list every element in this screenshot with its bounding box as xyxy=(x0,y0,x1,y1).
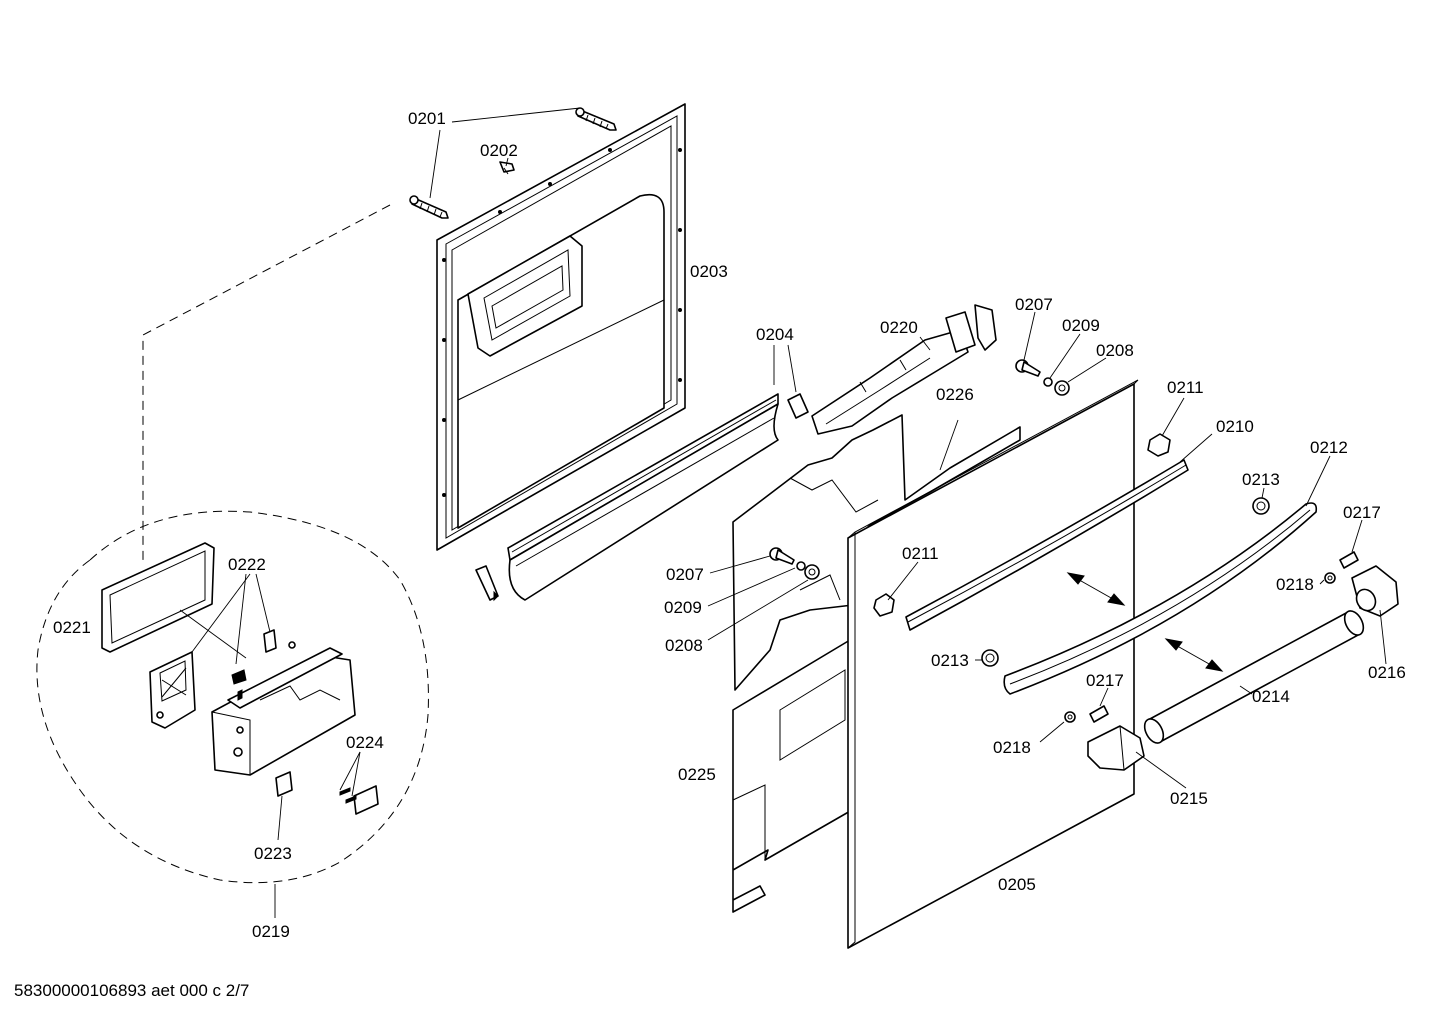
end-cap-0215 xyxy=(1087,725,1145,771)
inner-door-panel xyxy=(436,103,686,551)
callout-0216: 0216 xyxy=(1368,663,1406,682)
callout-0208-left: 0208 xyxy=(665,636,703,655)
callout-0207-left: 0207 xyxy=(666,565,704,584)
bottom-seal-strip xyxy=(475,393,809,602)
end-cap-0216 xyxy=(1351,565,1399,617)
callout-0217-left: 0217 xyxy=(1086,671,1124,690)
callout-0219: 0219 xyxy=(252,922,290,941)
callout-0221: 0221 xyxy=(53,618,91,637)
callout-0215: 0215 xyxy=(1170,789,1208,808)
handle-tube xyxy=(1143,610,1365,744)
callout-0212: 0212 xyxy=(1310,438,1348,457)
callout-0208-top: 0208 xyxy=(1096,341,1134,360)
assembly-arrows xyxy=(1066,572,1224,672)
callout-0213-right: 0213 xyxy=(1242,470,1280,489)
drawing-reference-number: 58300000106893 aet 000 c 2/7 xyxy=(14,981,250,1000)
callout-0218-right: 0218 xyxy=(1276,575,1314,594)
small-hardware xyxy=(769,359,1359,723)
leader-lines xyxy=(179,107,1387,918)
callout-0207-top: 0207 xyxy=(1015,295,1053,314)
callout-labels: 0201 0202 0203 0204 0220 0226 0207 0209 … xyxy=(53,109,1406,941)
clip-0202 xyxy=(499,161,515,175)
callout-0217-right: 0217 xyxy=(1343,503,1381,522)
callout-0205: 0205 xyxy=(998,875,1036,894)
callout-0201: 0201 xyxy=(408,109,446,128)
callout-0209-left: 0209 xyxy=(664,598,702,617)
callout-0203: 0203 xyxy=(690,262,728,281)
callout-0222: 0222 xyxy=(228,555,266,574)
callout-0211-left: 0211 xyxy=(902,544,939,563)
callout-0209-top: 0209 xyxy=(1062,316,1100,335)
insulation-panel-0225 xyxy=(732,639,853,913)
callout-0211-right: 0211 xyxy=(1167,378,1204,397)
callout-0204: 0204 xyxy=(756,325,794,344)
callout-0226: 0226 xyxy=(936,385,974,404)
hinge-bracket xyxy=(811,304,997,435)
control-module-group xyxy=(36,204,429,884)
callout-0218-left: 0218 xyxy=(993,738,1031,757)
insulation-panel-0226 xyxy=(732,414,1021,691)
trim-strip xyxy=(1003,502,1318,695)
callout-0210: 0210 xyxy=(1216,417,1254,436)
callout-0202: 0202 xyxy=(480,141,518,160)
callout-0223: 0223 xyxy=(254,844,292,863)
callout-0225: 0225 xyxy=(678,765,716,784)
screw-left xyxy=(409,195,449,219)
handle-bar xyxy=(905,459,1189,631)
callout-0214: 0214 xyxy=(1252,687,1290,706)
callout-0213-left: 0213 xyxy=(931,651,969,670)
callout-0224: 0224 xyxy=(346,733,384,752)
callout-0220: 0220 xyxy=(880,318,918,337)
screw-top xyxy=(575,107,617,131)
